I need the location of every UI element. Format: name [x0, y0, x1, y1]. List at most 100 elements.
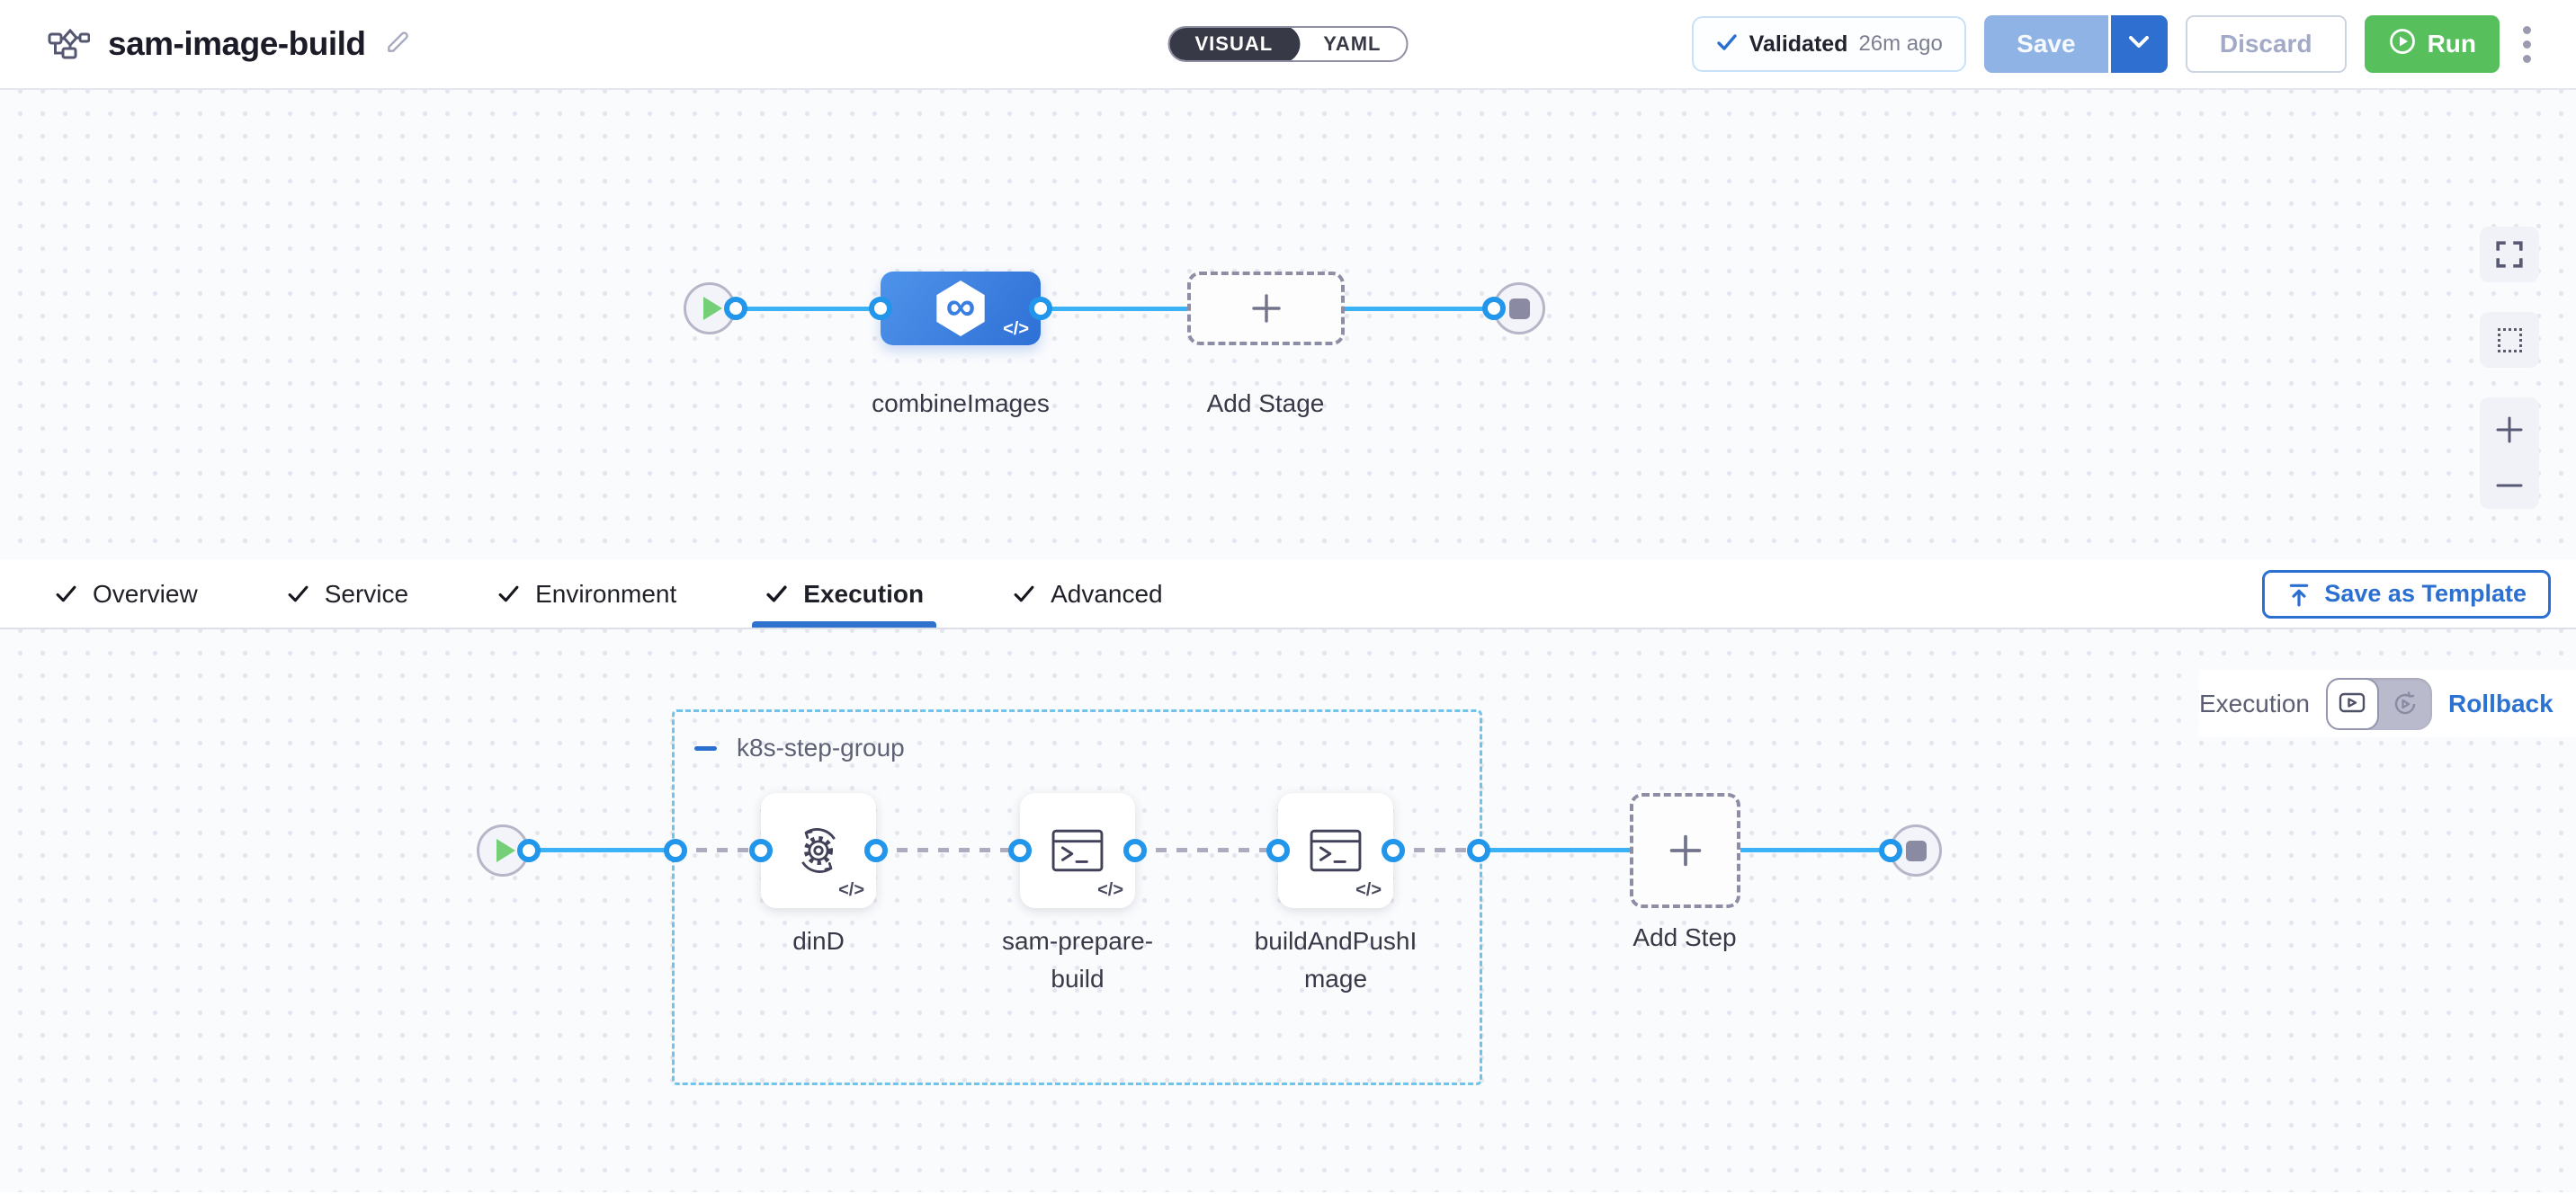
play-start-icon	[703, 297, 722, 320]
terminal-icon	[1310, 829, 1362, 872]
pipeline-icon	[47, 23, 91, 66]
connector-port[interactable]	[1382, 839, 1405, 862]
step-group-header: k8s-step-group	[694, 734, 905, 762]
execution-canvas: Execution Rollback	[0, 629, 2576, 1192]
check-icon	[766, 585, 787, 602]
code-braces-badge: </>	[1097, 880, 1123, 900]
step-label: sam-prepare-build	[1001, 927, 1154, 993]
rollback-mode-icon	[2395, 691, 2416, 714]
connector-line-dashed	[1393, 848, 1479, 852]
zoom-controls	[2480, 397, 2539, 509]
connector-port[interactable]	[1467, 839, 1490, 862]
connector-line	[736, 307, 881, 311]
connector-port[interactable]	[869, 297, 892, 320]
minus-collapse-icon[interactable]	[694, 745, 717, 751]
step-node-dind[interactable]: </>	[761, 793, 876, 908]
add-stage-button[interactable]	[1187, 272, 1345, 345]
marquee-select-icon	[2497, 327, 2522, 352]
add-stage-label: Add Stage	[1206, 389, 1325, 417]
save-split-button: Save	[1983, 15, 2168, 73]
save-options-button[interactable]	[2107, 15, 2168, 73]
tab-execution[interactable]: Execution	[752, 560, 936, 628]
connector-port[interactable]	[664, 839, 687, 862]
header-bar: sam-image-build VISUAL YAML Validated 26…	[0, 0, 2576, 90]
connector-port[interactable]	[1266, 839, 1290, 862]
connector-line-dashed	[675, 848, 761, 852]
edit-pencil-icon[interactable]	[384, 29, 411, 60]
check-icon	[56, 585, 76, 602]
step-group-k8s: k8s-step-group	[672, 709, 1482, 1085]
discard-button[interactable]: Discard	[2185, 15, 2347, 73]
step-label: dinD	[792, 927, 845, 955]
run-button[interactable]: Run	[2364, 15, 2500, 73]
connector-port[interactable]	[1482, 297, 1506, 320]
infinity-hexagon-icon: ∞	[936, 281, 985, 336]
step-node-buildandpushimage[interactable]: </>	[1278, 793, 1393, 908]
execution-mode-button[interactable]	[2325, 677, 2379, 730]
execution-mode-strip: Execution Rollback	[2199, 670, 2576, 737]
visual-yaml-toggle: VISUAL YAML	[1167, 26, 1409, 62]
stop-end-icon	[1905, 840, 1927, 861]
validated-time: 26m ago	[1858, 31, 1943, 56]
fullscreen-icon	[2496, 241, 2523, 268]
stage-tabs-bar: Overview Service Environment Execution A…	[0, 560, 2576, 629]
validated-label: Validated	[1749, 31, 1848, 57]
fullscreen-button[interactable]	[2480, 227, 2539, 282]
upload-icon	[2290, 584, 2309, 606]
connector-line-dashed	[1135, 848, 1278, 852]
kebab-menu-icon[interactable]	[2518, 21, 2536, 68]
canvas-controls	[2480, 227, 2539, 509]
zoom-out-icon[interactable]	[2495, 480, 2524, 491]
chevron-down-icon	[2128, 35, 2150, 53]
step-group-name: k8s-step-group	[737, 734, 905, 762]
check-icon	[1014, 585, 1034, 602]
tab-environment[interactable]: Environment	[496, 560, 676, 628]
connector-line	[529, 848, 675, 852]
connector-port[interactable]	[1029, 297, 1052, 320]
save-as-template-button[interactable]: Save as Template	[2262, 569, 2551, 619]
check-icon	[498, 585, 519, 602]
connector-line-dashed	[876, 848, 1020, 852]
validated-badge[interactable]: Validated 26m ago	[1691, 16, 1966, 72]
connector-port[interactable]	[1123, 839, 1147, 862]
terminal-icon	[1051, 829, 1104, 872]
title-area: sam-image-build	[47, 23, 411, 66]
play-start-icon	[496, 839, 515, 862]
connector-port[interactable]	[1879, 839, 1902, 862]
tab-service[interactable]: Service	[286, 560, 408, 628]
tab-advanced[interactable]: Advanced	[1012, 560, 1163, 628]
tab-overview[interactable]: Overview	[54, 560, 198, 628]
connector-port[interactable]	[864, 839, 888, 862]
zoom-in-icon[interactable]	[2495, 415, 2524, 444]
rollback-link[interactable]: Rollback	[2447, 689, 2554, 717]
code-braces-badge: </>	[1003, 319, 1029, 339]
stage-label: combineImages	[872, 389, 1050, 417]
header-actions: Validated 26m ago Save Discard Run	[1691, 15, 2536, 73]
marquee-select-button[interactable]	[2480, 312, 2539, 368]
add-step-button[interactable]	[1630, 793, 1740, 908]
rollback-mode-button[interactable]	[2379, 678, 2432, 730]
step-node-sam-prepare-build[interactable]: </>	[1020, 793, 1135, 908]
execution-mode-label: Execution	[2199, 689, 2310, 717]
stage-canvas: ∞ </> combineImages Add Stage	[0, 90, 2576, 560]
run-label: Run	[2427, 30, 2476, 58]
connector-port[interactable]	[517, 839, 541, 862]
execution-mode-icon	[2339, 692, 2366, 712]
pipeline-end-node	[1493, 282, 1545, 334]
connector-port[interactable]	[1008, 839, 1032, 862]
plus-icon	[1669, 834, 1701, 867]
visual-mode-button[interactable]: VISUAL	[1169, 28, 1301, 60]
yaml-mode-button[interactable]: YAML	[1323, 32, 1382, 55]
plus-icon	[1251, 294, 1281, 323]
connector-port[interactable]	[749, 839, 773, 862]
connector-port[interactable]	[724, 297, 747, 320]
stage-node-combineimages[interactable]: ∞ </>	[881, 272, 1041, 345]
save-button[interactable]: Save	[1983, 15, 2108, 73]
code-braces-badge: </>	[1355, 880, 1382, 900]
check-icon	[288, 585, 309, 602]
sync-gear-icon	[801, 828, 836, 873]
add-step-label: Add Step	[1632, 923, 1737, 951]
execution-start-node	[477, 824, 529, 877]
step-label: buildAndPushImage	[1254, 927, 1418, 993]
code-braces-badge: </>	[838, 880, 864, 900]
